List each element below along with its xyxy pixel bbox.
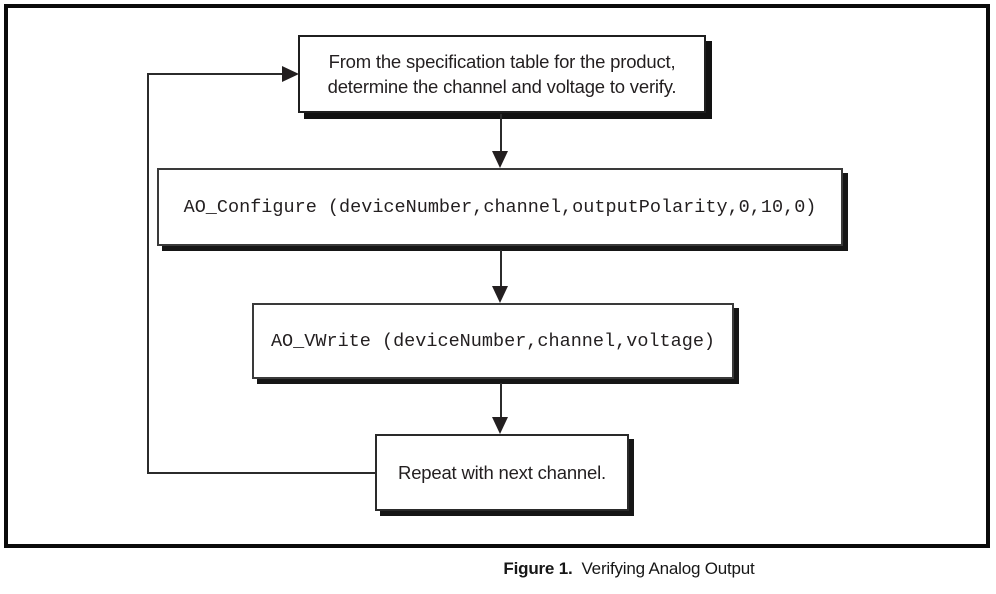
flow-box-ao-vwrite: AO_VWrite (deviceNumber,channel,voltage) bbox=[252, 303, 734, 379]
connector-configure-to-vwrite bbox=[500, 250, 502, 287]
flow-box-repeat-text: Repeat with next channel. bbox=[398, 462, 606, 483]
arrow-down-icon bbox=[492, 417, 508, 434]
arrow-down-icon bbox=[492, 286, 508, 303]
flow-box-spec-line1: From the specification table for the pro… bbox=[328, 51, 676, 72]
flow-box-ao-vwrite-code: AO_VWrite (deviceNumber,channel,voltage) bbox=[270, 330, 716, 352]
arrow-right-icon bbox=[282, 66, 299, 82]
flow-box-ao-configure-code: AO_Configure (deviceNumber,channel,outpu… bbox=[183, 196, 817, 218]
figure-caption-label: Figure 1. bbox=[503, 559, 573, 578]
loopback-bottom-segment bbox=[147, 472, 375, 474]
loopback-vertical-segment bbox=[147, 73, 149, 474]
flow-box-spec-table-text: From the specification table for the pro… bbox=[328, 49, 677, 99]
figure-caption-text: Verifying Analog Output bbox=[581, 559, 755, 578]
flow-box-spec-table: From the specification table for the pro… bbox=[298, 35, 706, 113]
flow-box-repeat: Repeat with next channel. bbox=[375, 434, 629, 511]
connector-spec-to-configure bbox=[500, 114, 502, 152]
flow-box-ao-configure: AO_Configure (deviceNumber,channel,outpu… bbox=[157, 168, 843, 246]
flow-box-spec-line2: determine the channel and voltage to ver… bbox=[327, 76, 677, 97]
connector-vwrite-to-repeat bbox=[500, 383, 502, 418]
arrow-down-icon bbox=[492, 151, 508, 168]
loopback-top-segment bbox=[147, 73, 283, 75]
figure-caption: Figure 1. Verifying Analog Output bbox=[503, 559, 754, 579]
